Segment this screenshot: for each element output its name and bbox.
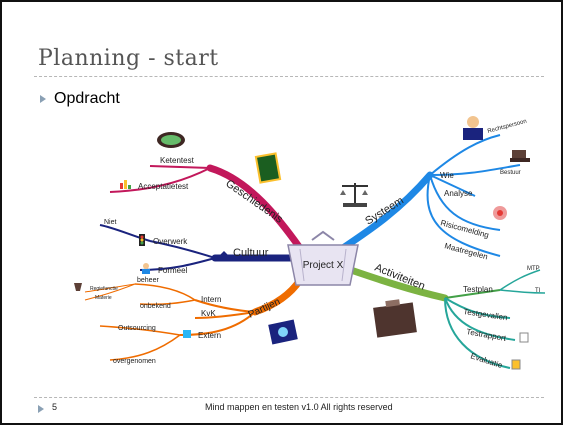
central-node: Project X bbox=[287, 230, 359, 286]
branch-partijen: Partijen Intern KvK Extern beheer Regief… bbox=[74, 276, 304, 365]
node-onbekend: onbekend bbox=[140, 303, 171, 310]
node-materie: Materie bbox=[95, 295, 112, 301]
bullet-text: Opdracht bbox=[54, 90, 120, 107]
node-rechtspersoon: Rechtspersoon bbox=[487, 119, 528, 135]
node-beheer: beheer bbox=[137, 277, 159, 284]
chair-icon bbox=[510, 150, 530, 162]
node-kvk: KvK bbox=[201, 309, 216, 318]
node-regiefunctie: Regiefunctie bbox=[90, 286, 118, 292]
node-ti: TI bbox=[535, 288, 541, 294]
node-formeel: Formeel bbox=[158, 266, 188, 275]
node-evaluatie: Evaluatie bbox=[469, 351, 504, 370]
footer-divider bbox=[34, 397, 544, 398]
slide-title: Planning - start bbox=[38, 46, 219, 71]
user-icon bbox=[142, 263, 150, 274]
bell-icon bbox=[493, 206, 507, 220]
node-mtp: MTP bbox=[527, 266, 540, 272]
branch-cultuur: Cultuur Overwerk Formeel Niet bbox=[99, 219, 296, 275]
node-extern: Extern bbox=[198, 331, 221, 340]
puzzle-icon bbox=[183, 330, 191, 338]
bullet-item: Opdracht bbox=[40, 90, 120, 108]
scales-icon bbox=[340, 183, 368, 207]
house-icon bbox=[219, 251, 229, 261]
node-testplan: Testplan bbox=[463, 285, 493, 294]
node-wie: Wie bbox=[440, 171, 454, 180]
chart-icon bbox=[120, 180, 131, 189]
node-niet: Niet bbox=[104, 219, 117, 226]
node-overwerk: Overwerk bbox=[153, 237, 188, 246]
node-testrapport: Testrapport bbox=[466, 327, 508, 343]
camera-icon bbox=[268, 319, 298, 345]
calculator-icon bbox=[511, 359, 521, 370]
node-ketentest: Ketentest bbox=[160, 156, 195, 165]
person-icon bbox=[463, 116, 483, 140]
document-icon bbox=[519, 332, 529, 343]
scroll-icon bbox=[157, 132, 185, 148]
branch-label-geschiedenis: Geschiedenis bbox=[223, 178, 285, 226]
book-icon bbox=[254, 152, 282, 184]
node-analyse: Analyse bbox=[444, 189, 473, 198]
trophy-icon bbox=[74, 283, 82, 291]
node-acceptatietest: Acceptatietest bbox=[138, 182, 189, 191]
node-bestuur: Bestuur bbox=[500, 170, 521, 176]
node-overgenomen: overgenomen bbox=[113, 358, 156, 365]
page-number: 5 bbox=[52, 402, 58, 412]
title-divider bbox=[34, 76, 544, 77]
node-testgevallen: Testgevallen bbox=[463, 307, 508, 322]
suitcase-icon bbox=[373, 299, 417, 338]
central-node-label: Project X bbox=[303, 260, 344, 271]
footer-arrow-icon bbox=[38, 405, 44, 413]
bullet-arrow-icon bbox=[40, 95, 46, 103]
branch-label-partijen: Partijen bbox=[247, 296, 282, 320]
branch-systeem: Systeem Wie Rechtspersoon Bestuur Analys… bbox=[336, 116, 530, 261]
node-intern: Intern bbox=[201, 295, 221, 304]
traffic-light-icon bbox=[139, 234, 145, 246]
footer-text: Mind mappen en testen v1.0 All rights re… bbox=[205, 402, 393, 412]
branch-geschiedenis: Geschiedenis Ketentest Acceptatietest bbox=[109, 132, 304, 252]
node-outsourcing: Outsourcing bbox=[118, 325, 156, 332]
branch-activiteiten: Activiteiten Testplan MTP TI Testgevalle… bbox=[341, 262, 546, 370]
branch-label-cultuur: Cultuur bbox=[233, 247, 269, 259]
